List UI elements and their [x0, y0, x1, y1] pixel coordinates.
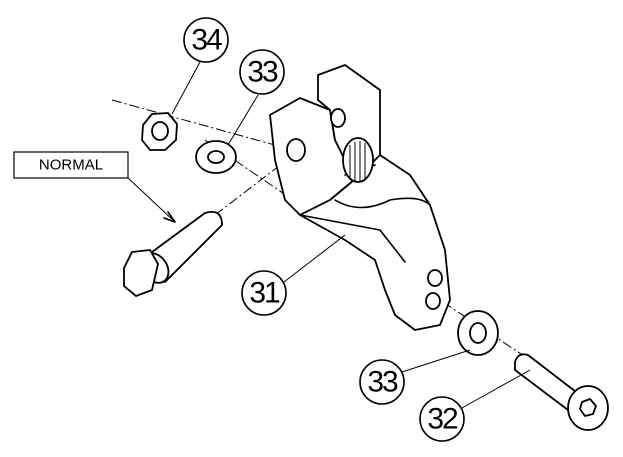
washer-part-33-bottom — [457, 310, 499, 356]
leader-34 — [171, 61, 201, 115]
leader-normal-arrow — [163, 211, 176, 223]
svg-text:33: 33 — [247, 56, 278, 89]
leader-31 — [283, 234, 346, 283]
svg-text:34: 34 — [191, 24, 222, 57]
bolt-normal — [123, 210, 223, 297]
svg-text:32: 32 — [427, 403, 458, 436]
cap-screw-part-32 — [514, 353, 609, 431]
svg-text:31: 31 — [249, 277, 280, 310]
callout-33-bottom: 33 — [359, 359, 405, 405]
leader-33-top — [227, 94, 259, 146]
bracket-part-31 — [269, 64, 451, 331]
normal-variant-tag: NORMAL — [13, 151, 129, 179]
callout-31: 31 — [241, 270, 287, 316]
leader-normal — [127, 177, 176, 223]
svg-text:33: 33 — [367, 366, 398, 399]
callout-34: 34 — [183, 17, 229, 63]
axis-line-upper — [111, 99, 301, 153]
callout-33-top: 33 — [239, 49, 285, 95]
svg-text:NORMAL: NORMAL — [39, 157, 103, 174]
nut-part-34 — [141, 112, 178, 151]
callout-32: 32 — [419, 396, 465, 442]
leader-33-bottom — [401, 349, 471, 373]
washer-part-33-top — [195, 140, 237, 174]
leader-32 — [461, 369, 531, 409]
